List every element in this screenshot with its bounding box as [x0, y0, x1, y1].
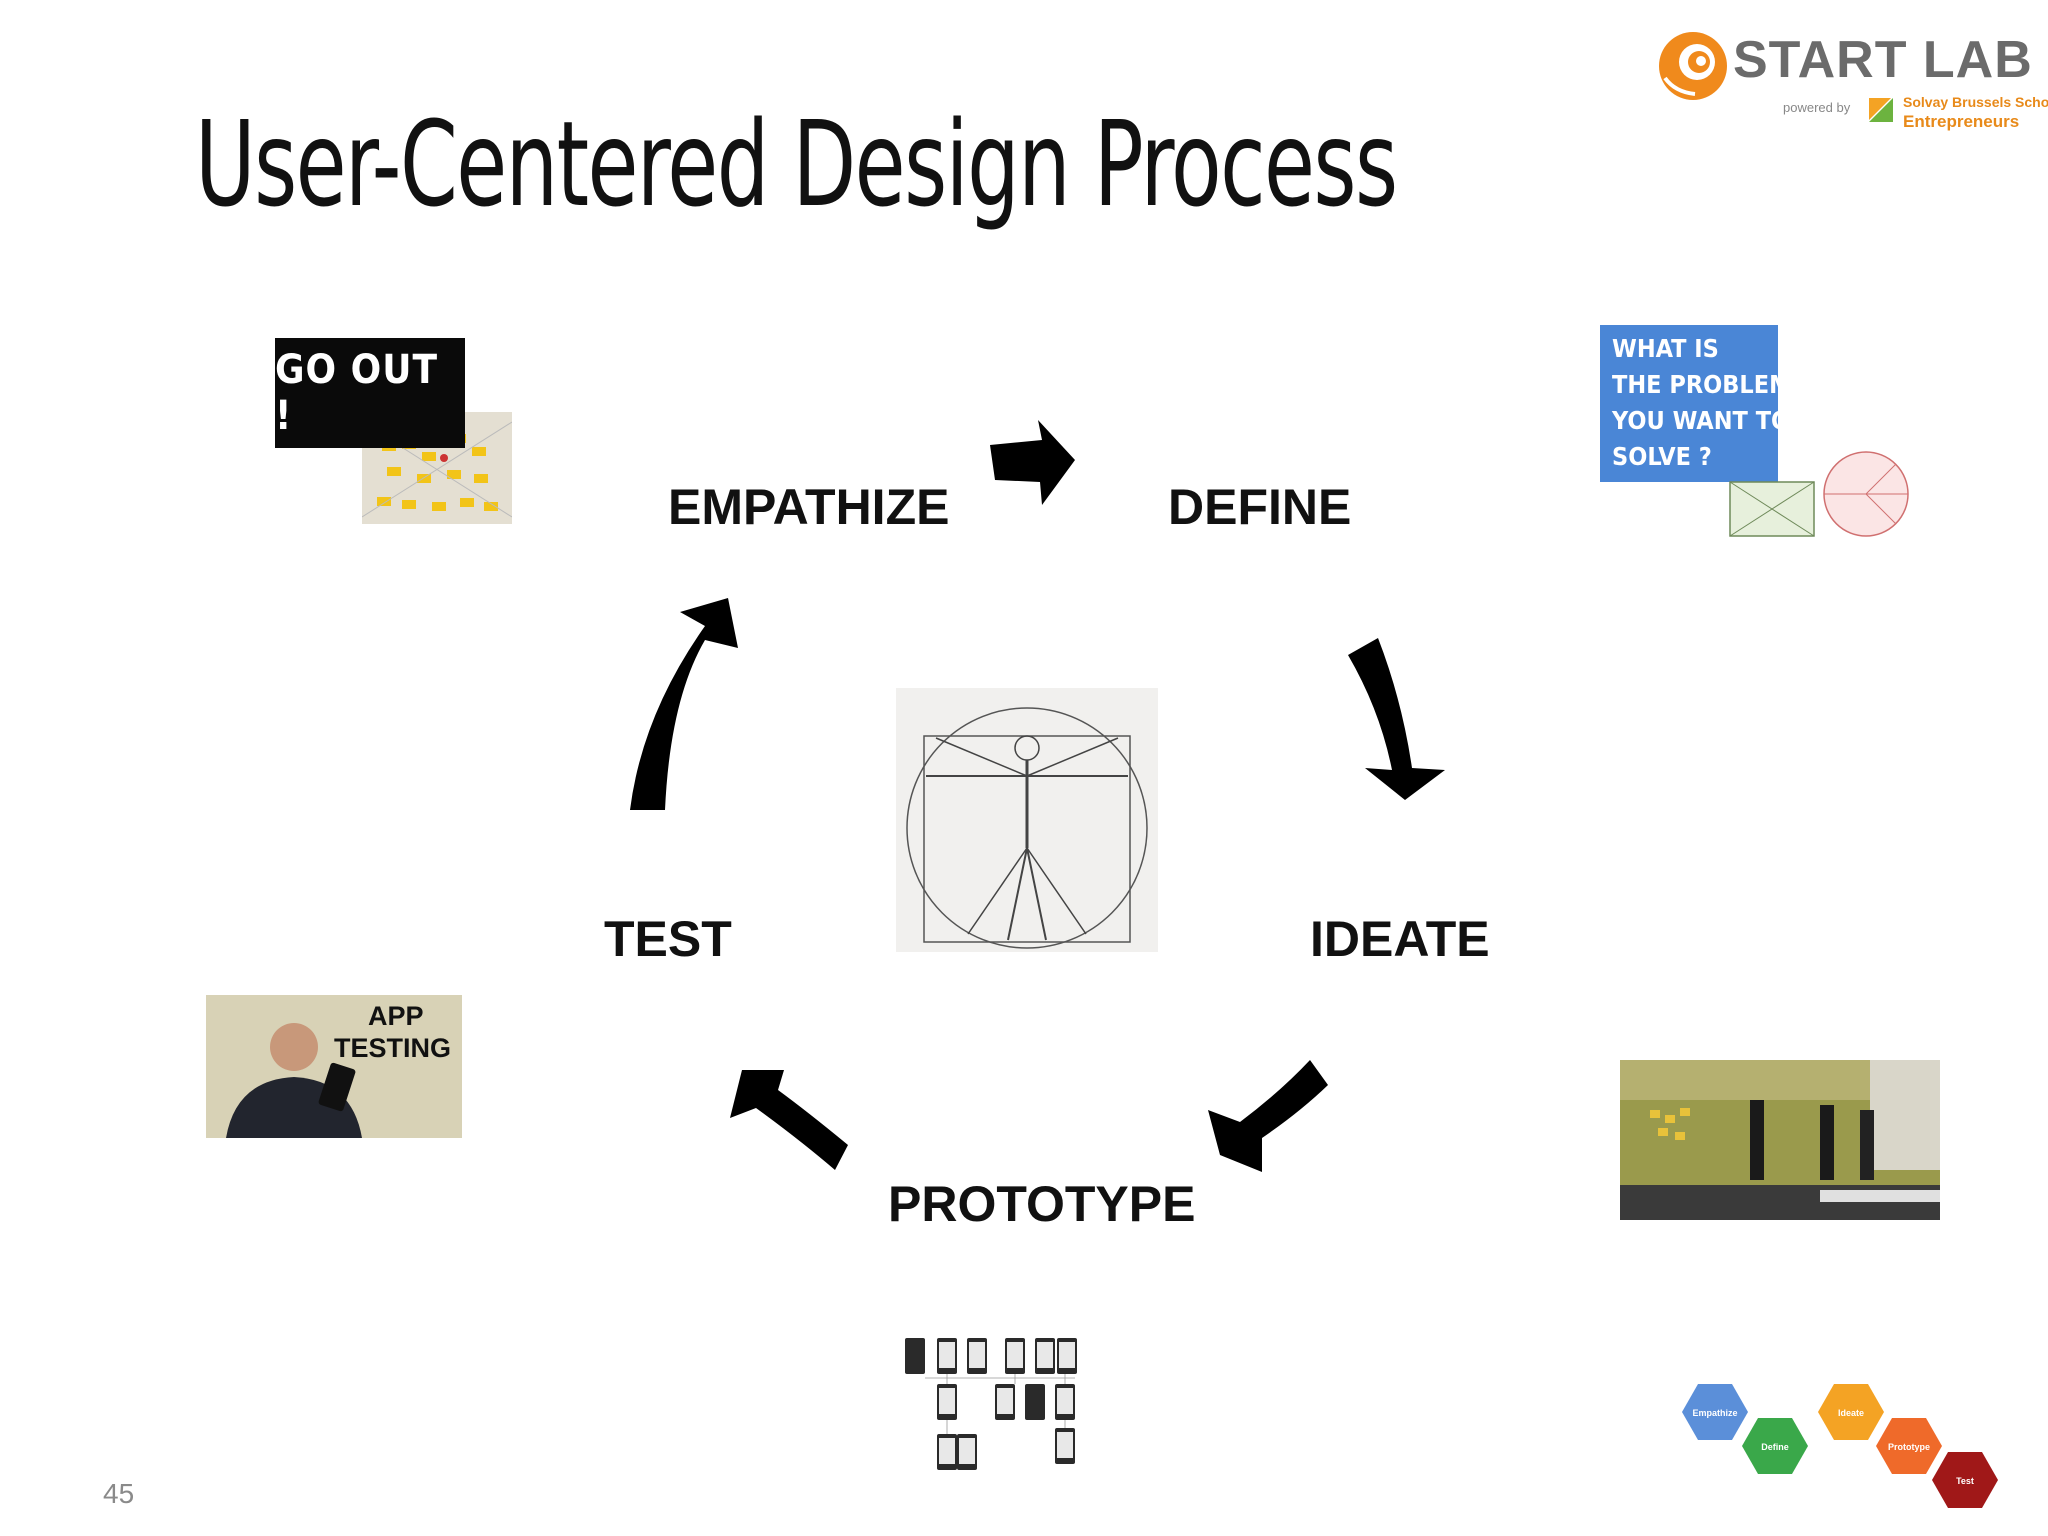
stage-ideate: IDEATE: [1310, 911, 1490, 967]
workshop-photo: [1620, 1060, 1940, 1220]
define-question-line: WHAT IS: [1612, 334, 1719, 363]
hexagon-test: [1932, 1452, 1998, 1508]
arrow-prototype-to-test-icon: [730, 1070, 848, 1170]
hexagon-ideate-label: Ideate: [1838, 1408, 1864, 1418]
define-question-line: YOU WANT TO: [1612, 406, 1791, 435]
logo-powered-by: powered by: [1783, 100, 1851, 115]
app-testing-line2: TESTING: [334, 1033, 452, 1063]
define-question-box: WHAT IS THE PROBLEM YOU WANT TO SOLVE ?: [1600, 325, 1792, 482]
define-question-line: THE PROBLEM: [1612, 370, 1792, 399]
hexagon-prototype: [1876, 1418, 1942, 1474]
stage-empathize: EMPATHIZE: [668, 479, 950, 535]
logo-partner-line1: Solvay Brussels School: [1903, 94, 2048, 110]
logo-partner-line2: Entrepreneurs: [1903, 112, 2020, 131]
stage-define: DEFINE: [1168, 479, 1352, 535]
arrow-define-to-ideate-icon: [1348, 638, 1445, 800]
hexagon-define: [1742, 1418, 1808, 1474]
hexagon-empathize: [1682, 1384, 1748, 1440]
arrow-ideate-to-prototype-icon: [1208, 1060, 1328, 1172]
prototype-wireframes-image: [905, 1338, 1077, 1470]
app-testing-image: APP TESTING: [206, 995, 462, 1138]
hexagon-empathize-label: Empathize: [1692, 1408, 1737, 1418]
solvay-logo-icon: [1869, 98, 1893, 122]
app-testing-line1: APP: [368, 1001, 424, 1031]
hexagon-prototype-label: Prototype: [1888, 1442, 1930, 1452]
value-proposition-canvas-image: [1729, 451, 1909, 537]
vitruvian-man-image: [896, 688, 1158, 952]
stage-test: TEST: [604, 911, 732, 967]
hexagon-test-label: Test: [1956, 1476, 1974, 1486]
go-out-label: GO OUT !: [275, 338, 465, 448]
hexagon-ideate: [1818, 1384, 1884, 1440]
page-number: 45: [103, 1478, 135, 1509]
hexagon-define-label: Define: [1761, 1442, 1789, 1452]
arrow-test-to-empathize-icon: [630, 598, 738, 810]
slide-title: User-Centered Design Process: [195, 95, 1398, 233]
logo-emblem-icon: [1659, 32, 1727, 100]
arrow-empathize-to-define-icon: [990, 420, 1075, 505]
design-thinking-hexagons: Empathize Define Ideate Prototype Test: [1682, 1384, 1998, 1508]
logo-text: START LAB: [1733, 31, 2033, 89]
stage-prototype: PROTOTYPE: [888, 1176, 1196, 1232]
define-question-line: SOLVE ?: [1612, 442, 1712, 471]
start-lab-logo: START LAB powered by Solvay Brussels Sch…: [1655, 28, 2048, 138]
